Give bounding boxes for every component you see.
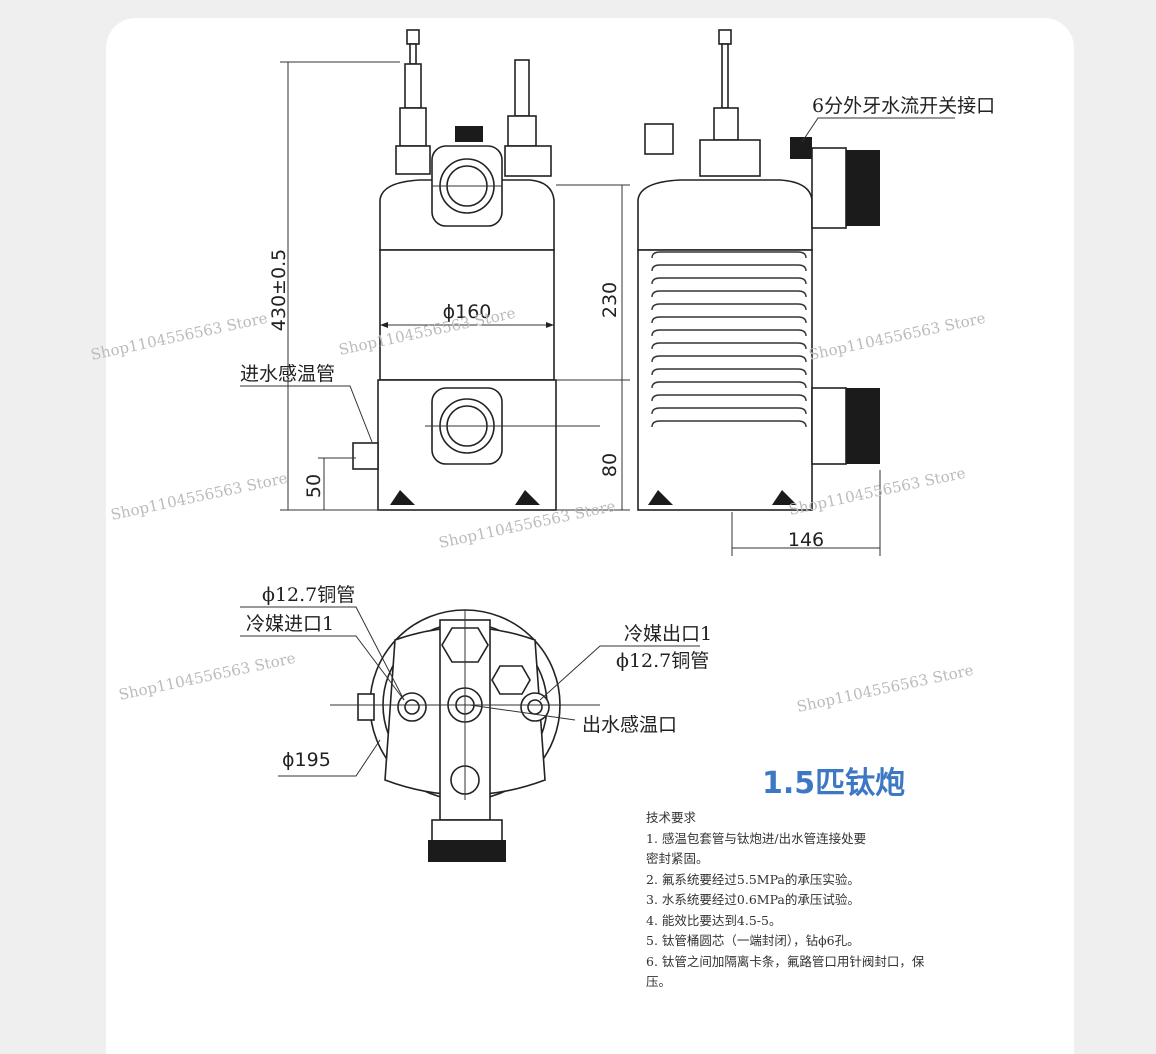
refrigerant-in-label: 冷媒进口1 bbox=[246, 613, 334, 635]
coil-turn bbox=[651, 381, 807, 389]
coil-turn bbox=[651, 264, 807, 272]
requirement-line: 6. 钛管之间加隔离卡条，氟路管口用针阀封口，保 bbox=[646, 953, 925, 969]
coil-turn bbox=[651, 407, 807, 415]
coil-turn bbox=[651, 290, 807, 298]
side-view bbox=[637, 29, 955, 556]
coil-turn bbox=[651, 251, 807, 259]
flange-diameter-dimension: ϕ195 bbox=[282, 749, 331, 771]
coil-turn bbox=[651, 277, 807, 285]
top-view bbox=[240, 606, 700, 862]
requirements-heading: 技术要求 bbox=[646, 810, 697, 825]
coil-turn bbox=[651, 355, 807, 363]
coil-turn bbox=[651, 368, 807, 376]
requirement-line: 2. 氟系统要经过5.5MPa的承压实验。 bbox=[646, 871, 860, 887]
copper-pipe-in-label: ϕ12.7铜管 bbox=[262, 584, 355, 606]
requirement-line: 3. 水系统要经过0.6MPa的承压试验。 bbox=[646, 892, 860, 907]
coil-turn bbox=[651, 420, 807, 428]
watermark: Shop1104556563 Store bbox=[89, 309, 269, 364]
coil-turn bbox=[651, 394, 807, 402]
coil-turn bbox=[651, 342, 807, 350]
coil-turn bbox=[651, 316, 807, 324]
body-diameter-dimension: ϕ160 bbox=[443, 301, 492, 323]
requirement-line: 压。 bbox=[646, 974, 672, 989]
requirement-line: 密封紧固。 bbox=[646, 851, 709, 866]
technical-requirements: 技术要求 1. 感温包套管与钛炮进/出水管连接处要 密封紧固。 2. 氟系统要经… bbox=[646, 808, 946, 993]
inlet-sensor-label: 进水感温管 bbox=[240, 363, 335, 385]
watermark: Shop1104556563 Store bbox=[795, 661, 975, 716]
total-height-dimension: 430±0.5 bbox=[268, 249, 290, 331]
requirement-line: 5. 钛管桶圆芯（一端封闭），钻ϕ6孔。 bbox=[646, 933, 860, 948]
coil-turn bbox=[651, 329, 807, 337]
requirement-line: 1. 感温包套管与钛炮进/出水管连接处要 bbox=[646, 830, 867, 846]
sensor-height-dimension: 50 bbox=[303, 474, 325, 498]
base-height-dimension: 80 bbox=[599, 453, 621, 477]
copper-pipe-out-label: ϕ12.7铜管 bbox=[616, 650, 709, 672]
front-view bbox=[240, 29, 630, 511]
drawing-sheet bbox=[106, 18, 1074, 1054]
product-title: 1.5匹钛炮 bbox=[762, 766, 906, 801]
refrigerant-out-label: 冷媒出口1 bbox=[624, 623, 712, 645]
body-height-dimension: 230 bbox=[599, 282, 621, 318]
coil-turn bbox=[651, 303, 807, 311]
watermark: Shop1104556563 Store bbox=[807, 309, 987, 364]
requirement-line: 4. 能效比要达到4.5-5。 bbox=[646, 912, 782, 928]
coil-windings bbox=[651, 251, 807, 428]
side-width-dimension: 146 bbox=[788, 529, 824, 551]
water-flow-switch-label: 6分外牙水流开关接口 bbox=[812, 95, 995, 117]
watermark: Shop1104556563 Store bbox=[117, 649, 297, 704]
watermark: Shop1104556563 Store bbox=[109, 469, 289, 524]
watermark: Shop1104556563 Store bbox=[787, 464, 967, 519]
outlet-sensor-label: 出水感温口 bbox=[582, 714, 677, 736]
